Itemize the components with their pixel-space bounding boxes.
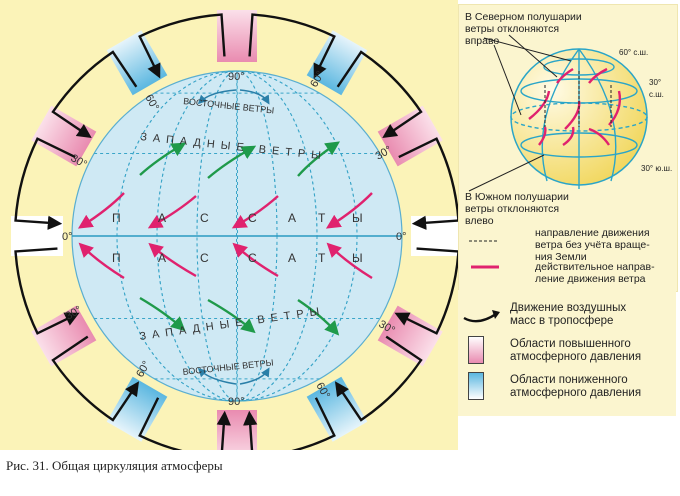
low-pressure-zone xyxy=(306,376,368,442)
air-movement-arrow xyxy=(14,247,80,335)
westerly-wind-arrow xyxy=(139,142,187,176)
westerly-wind-arrow xyxy=(207,298,256,334)
legend-line: атмосферного давления xyxy=(510,351,642,363)
legend-line: направление движения xyxy=(535,227,650,239)
trade-wind-arrow xyxy=(326,242,373,280)
high-pressure-swatch xyxy=(468,336,484,364)
legend-line: действительное направ- xyxy=(535,261,655,273)
lat-30n-label: 30° с.ш. xyxy=(649,78,664,99)
trade-winds-letter: П xyxy=(112,211,121,225)
legend-line: Области пониженного xyxy=(510,374,628,386)
easterly-wind-arrow xyxy=(197,367,237,385)
air-movement-arrow xyxy=(138,13,226,79)
note-line: ветры отклоняются xyxy=(465,203,560,215)
figure-caption: Рис. 31. Общая циркуляция атмосферы xyxy=(6,458,223,473)
lat-label-0-right: 0° xyxy=(396,231,407,243)
trade-wind-arrow xyxy=(325,192,373,229)
inset-globe xyxy=(468,34,648,269)
circulation-cells xyxy=(14,13,458,450)
air-movement-arrow xyxy=(51,50,138,139)
legend-line: атмосферного давления xyxy=(510,387,642,399)
high-pressure-zone xyxy=(377,105,443,167)
legend-line: ния Земли xyxy=(535,251,587,263)
trade-wind-arrow xyxy=(232,242,279,278)
trade-winds-letter: А xyxy=(288,211,296,225)
air-movement-arrow xyxy=(394,247,458,335)
legend: Движение воздушных масс в тропосфере Обл… xyxy=(458,290,676,416)
trade-winds-letter: Ы xyxy=(352,251,363,265)
low-pressure-zone xyxy=(106,376,168,442)
trade-winds-letter: С xyxy=(200,251,209,265)
air-movement-arrow xyxy=(51,335,140,422)
note-line: влево xyxy=(465,215,494,227)
coriolis-inset: В Северном полушарии ветры отклоняются в… xyxy=(458,4,678,292)
legend-line: масс в тропосфере xyxy=(510,315,614,327)
air-movement-arrow xyxy=(398,137,458,230)
high-pressure-zone xyxy=(217,10,257,62)
lat-30s-label: 30° ю.ш. xyxy=(641,164,673,173)
trade-winds-letter: А xyxy=(158,211,166,225)
lat-label-90-bottom: 90° xyxy=(228,396,245,408)
low-pressure-zone xyxy=(306,30,368,96)
legend-line: Области повышенного xyxy=(510,338,631,350)
trade-winds-letter: А xyxy=(288,251,296,265)
air-movement-arrow xyxy=(14,137,76,230)
solid-arrow-legend: действительное направ- ление движения ве… xyxy=(535,261,655,285)
general-circulation-diagram: 90° 90° 60° 60° 60° 60° 30° 30° 30° 30° … xyxy=(0,0,458,450)
trade-winds-letter: С xyxy=(200,211,209,225)
air-movement-arrow xyxy=(334,335,423,422)
note-line: вправо xyxy=(465,35,500,47)
wind-arrows xyxy=(77,89,373,385)
trade-winds-letter: А xyxy=(158,251,166,265)
trade-winds-letter: П xyxy=(112,251,121,265)
high-pressure-zone xyxy=(31,105,97,167)
air-movement-arrow xyxy=(243,397,336,450)
trade-winds-letter: Т xyxy=(318,251,326,265)
lat-label-0-left: 0° xyxy=(62,231,73,243)
westerly-wind-arrow xyxy=(139,296,186,332)
trade-winds-letter: С xyxy=(248,251,257,265)
trade-wind-arrow xyxy=(78,242,125,280)
low-pressure-zone xyxy=(106,30,168,96)
trade-wind-arrow xyxy=(77,192,125,229)
north-hemisphere-note: В Северном полушарии ветры отклоняются в… xyxy=(465,11,582,47)
trade-wind-arrow xyxy=(231,195,279,229)
westerly-wind-arrow xyxy=(297,299,340,336)
air-movement-arrow xyxy=(138,397,231,450)
legend-line: Движение воздушных xyxy=(510,302,627,314)
westerly-wind-arrow xyxy=(297,141,340,177)
air-movement-arrow-icon xyxy=(463,310,500,323)
easterly-wind-arrow xyxy=(239,367,270,385)
legend-air-movement: Движение воздушных масс в тропосфере xyxy=(510,302,626,328)
note-line: В Северном полушарии xyxy=(465,11,582,23)
note-line: В Южном полушарии xyxy=(465,191,569,203)
legend-low-pressure: Области пониженного атмосферного давлени… xyxy=(510,374,641,400)
lat-60n-label: 60° с.ш. xyxy=(619,48,649,57)
easterly-wind-arrow xyxy=(197,89,237,105)
air-movement-arrow xyxy=(248,13,336,79)
trade-winds-letter: Т xyxy=(318,211,326,225)
trade-winds-letter: С xyxy=(248,211,257,225)
dashed-arrow-legend: направление движения ветра без учёта вра… xyxy=(535,227,650,263)
trade-wind-arrow xyxy=(147,195,197,229)
high-pressure-zone xyxy=(31,305,97,367)
easterly-wind-arrow xyxy=(239,89,270,105)
legend-line: ление движения ветра xyxy=(535,273,646,285)
lat-label-90-top: 90° xyxy=(228,71,245,83)
legend-line: ветра без учёта враще- xyxy=(535,239,650,251)
high-pressure-zone xyxy=(377,305,443,367)
south-hemisphere-note: В Южном полушарии ветры отклоняются влев… xyxy=(465,191,569,227)
trade-winds-letter: Ы xyxy=(352,211,363,225)
air-movement-arrow xyxy=(336,50,423,139)
trade-wind-arrow xyxy=(148,242,197,278)
westerly-wind-arrow xyxy=(207,145,257,179)
low-pressure-swatch xyxy=(468,372,484,400)
legend-high-pressure: Области повышенного атмосферного давлени… xyxy=(510,338,641,364)
note-line: ветры отклоняются xyxy=(465,23,560,35)
